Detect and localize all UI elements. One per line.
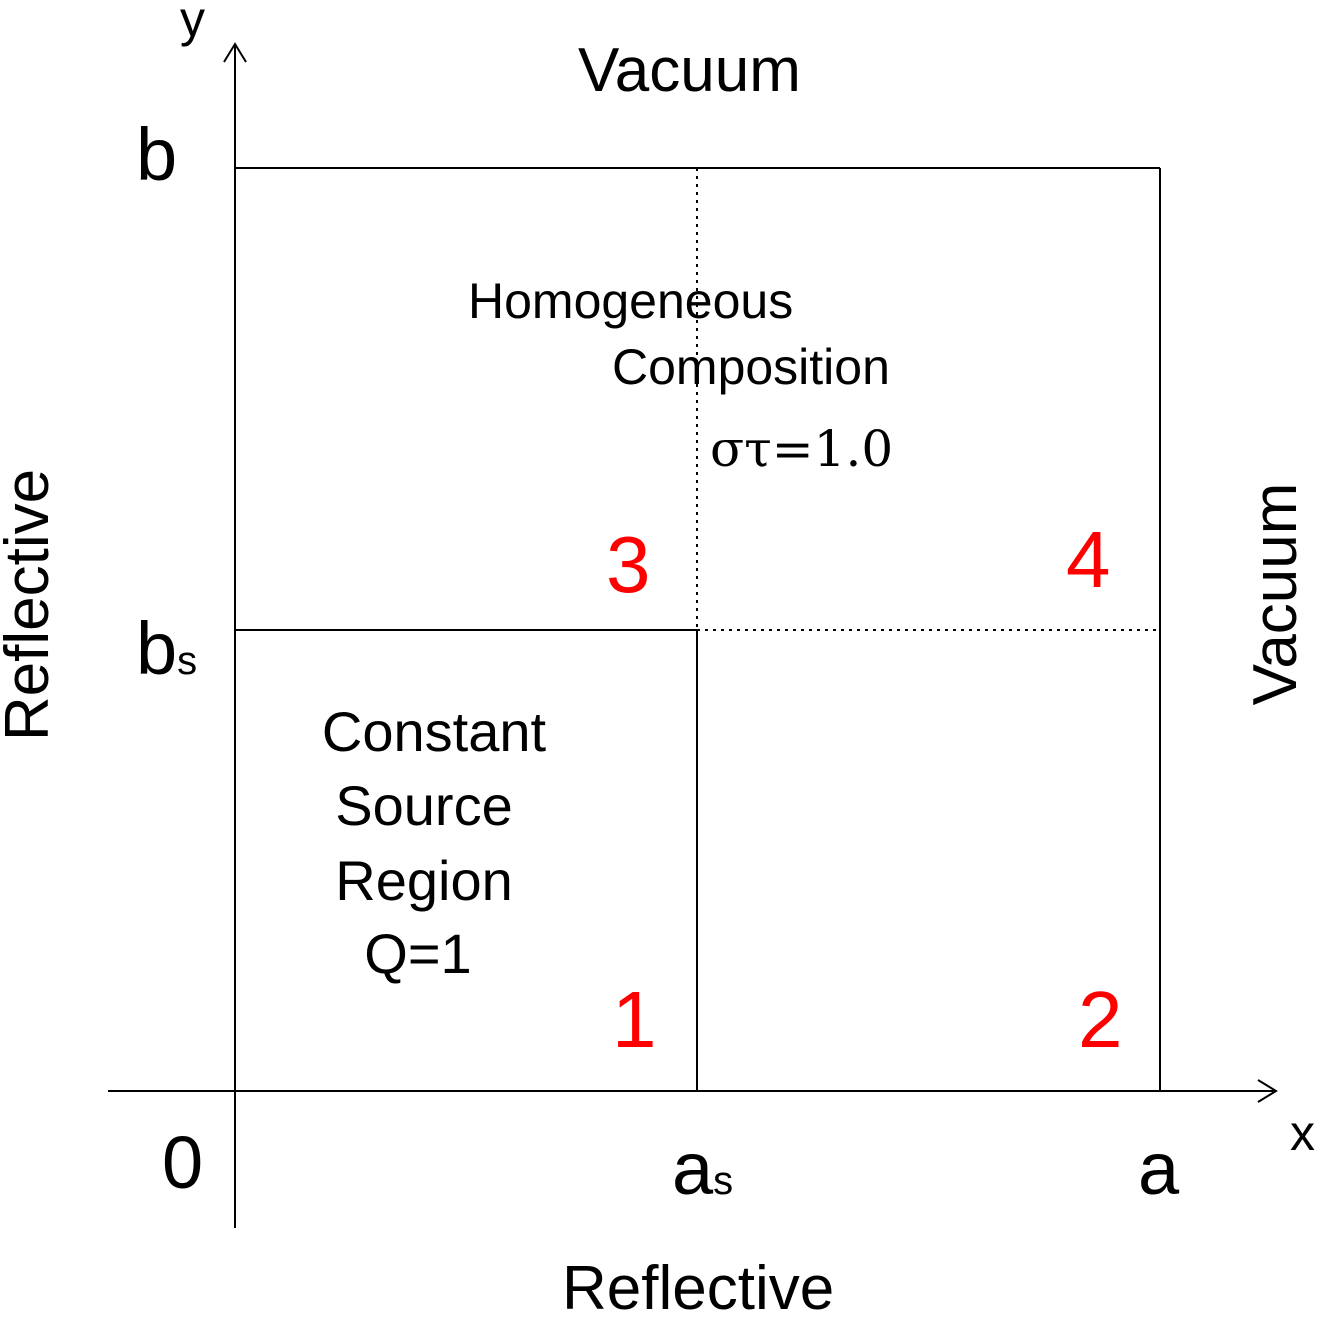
cross-section-label: στ=1.0	[710, 420, 894, 478]
region-number-2: 2	[1078, 975, 1123, 1064]
x-mid-label-base: a	[672, 1127, 714, 1210]
y-mid-label: bs	[136, 612, 197, 686]
region-number-4: 4	[1066, 515, 1111, 604]
source-region-line-4: Q=1	[364, 922, 472, 985]
x-axis-label: x	[1290, 1105, 1315, 1161]
x-mid-label: as	[672, 1132, 733, 1206]
source-region-line-2: Source	[335, 774, 513, 837]
origin-label: 0	[162, 1121, 204, 1204]
composition-line-1: Homogeneous	[468, 273, 794, 329]
y-mid-label-base: b	[136, 607, 178, 690]
y-axis-arrowhead	[223, 42, 247, 63]
bottom-boundary-label: Reflective	[562, 1254, 835, 1323]
source-region-line-3: Region	[335, 849, 513, 912]
y-axis-label: y	[180, 0, 205, 47]
x-axis-arrowhead	[1257, 1079, 1278, 1103]
y-end-label: b	[136, 113, 178, 196]
composition-line-2: Composition	[612, 339, 890, 395]
x-end-label: a	[1138, 1127, 1180, 1210]
left-boundary-label: Reflective	[0, 468, 62, 742]
region-number-1: 1	[612, 975, 657, 1064]
y-mid-label-subscript: s	[177, 639, 198, 683]
region-number-3: 3	[606, 520, 651, 609]
source-region-line-1: Constant	[321, 700, 547, 763]
x-mid-label-subscript: s	[713, 1159, 734, 1203]
right-boundary-label: Vacuum	[1241, 482, 1310, 706]
top-boundary-label: Vacuum	[578, 36, 801, 105]
